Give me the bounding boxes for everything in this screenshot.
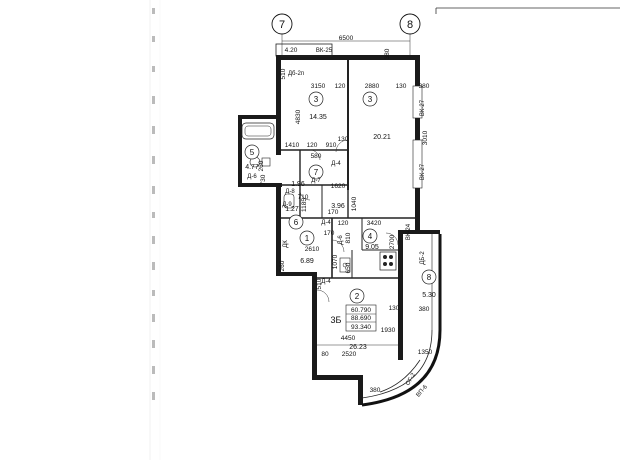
area-room-4: 9.05 (365, 244, 379, 251)
fixtures (241, 122, 397, 273)
dimension: 1620 (331, 183, 346, 190)
area-living: 60.790 (351, 307, 371, 314)
area-small-a: 1.27 (285, 206, 299, 213)
dimension: 3150 (311, 83, 326, 90)
axis-8-label: 8 (407, 19, 413, 31)
dim-top-total: 6500 (339, 35, 354, 42)
room-number: 1 (305, 234, 310, 243)
dimension: 4.20 (285, 47, 298, 54)
dimension: 130 (389, 305, 400, 312)
element-label: ВП-6 (416, 384, 430, 399)
element-label: Дб-2п (288, 71, 304, 77)
dimension: 510 (280, 68, 287, 79)
element-label: ВК-25 (316, 48, 333, 54)
dimension: 170 (328, 209, 339, 216)
element-label: Д-4 (321, 279, 331, 285)
dimension: 1185 (301, 198, 308, 212)
element-label: ДК (283, 240, 289, 248)
balcony-curve (361, 234, 442, 407)
area-room-8: 5.30 (422, 292, 436, 299)
dimension: 170 (324, 230, 335, 237)
element-label: Д-8 (285, 189, 295, 195)
dimension: 1040 (351, 196, 358, 211)
room-number: 8 (427, 273, 432, 282)
axis-markers: 7 8 (271, 13, 421, 58)
dimension: 2610 (305, 246, 320, 253)
element-label: Д-4 (331, 161, 341, 167)
dimensions: 4.20 3150 120 2880 130 4830 510 1410 120… (258, 47, 433, 394)
dimension: 3420 (367, 220, 382, 227)
dimension: 2880 (365, 83, 380, 90)
area-totals-box (345, 304, 377, 332)
stove (379, 251, 397, 271)
partitions (281, 60, 415, 346)
exterior-walls (238, 43, 440, 405)
room-number: 4 (368, 232, 373, 241)
dimension: 4450 (341, 335, 356, 342)
dimension: 910 (326, 142, 337, 149)
apartment-summary: 3Б 60.790 88.690 93.340 (331, 304, 377, 332)
area-room-1: 6.89 (300, 258, 314, 265)
element-label: ВК-27 (420, 99, 426, 116)
dimension: 710 (298, 194, 309, 201)
room-number: 3 (314, 95, 319, 104)
dimension: 130 (396, 83, 407, 90)
element-label: Д-4 (321, 220, 331, 226)
element-label: Д-6 (338, 235, 344, 245)
dimension: 4830 (295, 109, 302, 124)
dimension: 380 (419, 306, 430, 313)
dimension: 810 (345, 232, 352, 243)
element-label: Д-7 (311, 178, 321, 184)
dimension: 650 (345, 262, 352, 273)
area-room-2: 26.23 (349, 344, 367, 351)
dimension: 380 (384, 48, 391, 59)
margin-ticks (149, 0, 161, 460)
door-swings (299, 139, 399, 303)
element-label: ДБ-2 (420, 251, 426, 265)
dimension: 130 (338, 136, 349, 143)
bathtub (241, 122, 275, 140)
area-room-5: 4.77 (245, 164, 259, 171)
dimension: 3010 (422, 130, 429, 145)
dimension: 730 (260, 174, 267, 185)
room-number: 3 (368, 95, 373, 104)
area-room-3-right: 20.21 (373, 134, 391, 141)
dimension: 1350 (418, 349, 433, 356)
dimension: 2700 (389, 234, 396, 249)
room-markers: 3 3 5 7 6 1 4 2 8 (244, 91, 437, 304)
room-areas: 14.35 20.21 4.77 3.96 6.89 9.05 26.23 5.… (245, 114, 436, 351)
area-small-b: 1.96 (291, 181, 305, 188)
dimension: 1930 (381, 327, 396, 334)
dimension: 1410 (285, 142, 300, 149)
dimension: 260 (258, 160, 265, 171)
element-label: ВК-24 (406, 223, 412, 240)
apartment-type: 3Б (331, 315, 342, 325)
dimension: 260 (279, 260, 286, 271)
area-room-3-left: 14.35 (309, 114, 327, 121)
element-label: Д-9 (282, 202, 292, 208)
dimension: 510 (316, 278, 323, 289)
room-number: 5 (250, 148, 255, 157)
element-label: ВК-27 (420, 163, 426, 180)
area-total-with-balcony: 93.340 (351, 324, 371, 331)
axis-7-label: 7 (279, 19, 285, 31)
dimension: 80 (321, 351, 329, 358)
dimension: 1070 (332, 254, 339, 269)
dimension: 380 (419, 83, 430, 90)
dimension: 2520 (342, 351, 357, 358)
dimension: 120 (338, 220, 349, 227)
toilet (283, 193, 295, 209)
room-number: 2 (355, 292, 360, 301)
dimension: 120 (335, 83, 346, 90)
dimension: 120 (307, 142, 318, 149)
dimension: 380 (370, 387, 381, 394)
element-label: Д-6 (247, 174, 257, 180)
room-number: 7 (314, 168, 319, 177)
room-number: 6 (294, 218, 299, 227)
area-room-7: 3.96 (331, 203, 345, 210)
dimension: 580 (311, 153, 322, 160)
area-total: 88.690 (351, 315, 371, 322)
